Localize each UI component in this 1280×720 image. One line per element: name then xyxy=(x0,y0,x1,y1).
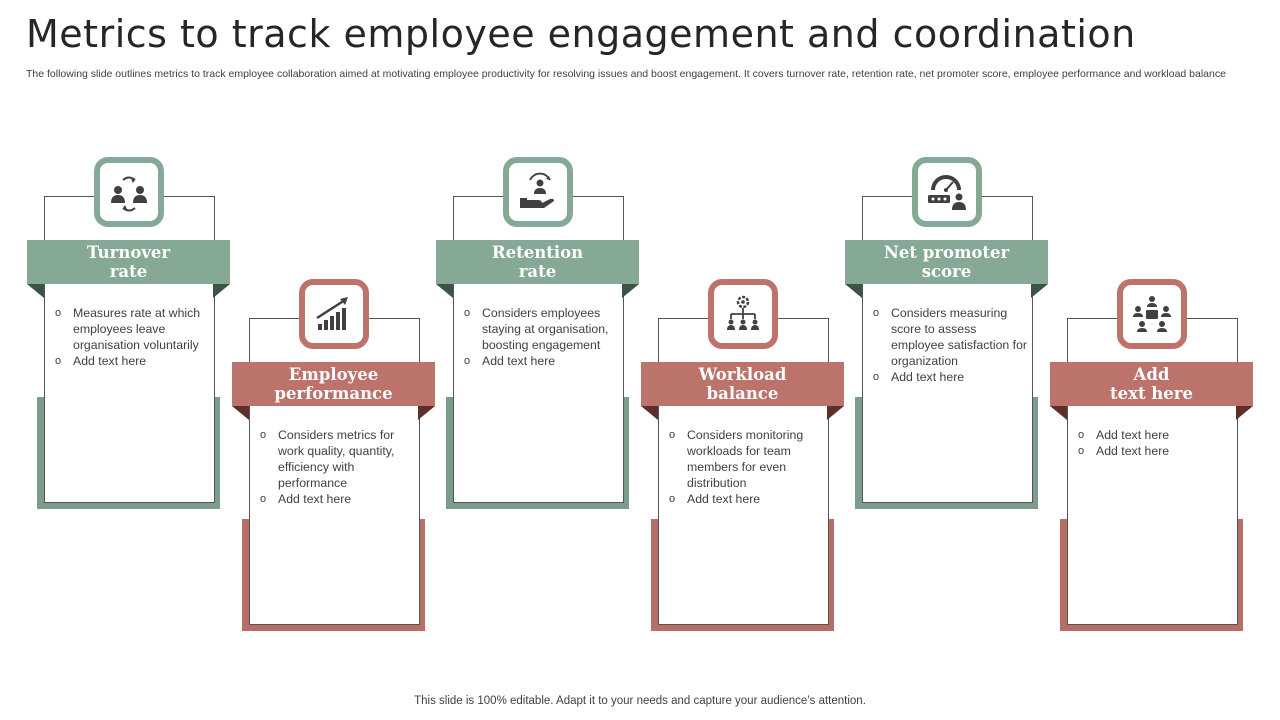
bullet-item: Considers employees staying at organisat… xyxy=(464,305,624,353)
hand-retention-icon xyxy=(503,157,573,227)
banner-fold-right xyxy=(827,406,844,420)
slide-footer: This slide is 100% editable. Adapt it to… xyxy=(414,695,866,707)
bullet-item: Measures rate at which employees leave o… xyxy=(55,305,215,353)
bullet-item: Add text here xyxy=(55,353,215,369)
bullet-item: Add text here xyxy=(1078,443,1238,459)
bullet-item: Add text here xyxy=(1078,427,1238,443)
rating-gauge-icon xyxy=(912,157,982,227)
team-meeting-icon xyxy=(1117,279,1187,349)
card-bullets: Considers metrics for work quality, quan… xyxy=(260,427,420,507)
banner-fold-left xyxy=(845,284,862,298)
banner-fold-left xyxy=(436,284,453,298)
card-bullets: Measures rate at which employees leave o… xyxy=(55,305,215,369)
banner-fold-left xyxy=(1050,406,1067,420)
banner-fold-right xyxy=(622,284,639,298)
slide-title: Metrics to track employee engagement and… xyxy=(26,12,1136,56)
banner-fold-right xyxy=(418,406,435,420)
banner-fold-right xyxy=(213,284,230,298)
growth-chart-icon xyxy=(299,279,369,349)
bullet-item: Add text here xyxy=(669,491,829,507)
banner-fold-left xyxy=(232,406,249,420)
bullet-item: Add text here xyxy=(873,369,1033,385)
bullet-item: Add text here xyxy=(464,353,624,369)
bullet-item: Add text here xyxy=(260,491,420,507)
banner-fold-left xyxy=(641,406,658,420)
bullet-item: Considers monitoring workloads for team … xyxy=(669,427,829,491)
card-bullets: Considers monitoring workloads for team … xyxy=(669,427,829,507)
slide-subtitle: The following slide outlines metrics to … xyxy=(26,68,1226,80)
bullet-item: Considers measuring score to assess empl… xyxy=(873,305,1033,369)
user-exchange-icon xyxy=(94,157,164,227)
card-bullets: Considers employees staying at organisat… xyxy=(464,305,624,369)
bullet-item: Considers metrics for work quality, quan… xyxy=(260,427,420,491)
banner-fold-right xyxy=(1031,284,1048,298)
banner-fold-right xyxy=(1236,406,1253,420)
card-bullets: Considers measuring score to assess empl… xyxy=(873,305,1033,385)
hierarchy-gear-icon xyxy=(708,279,778,349)
card-bullets: Add text here Add text here xyxy=(1078,427,1238,459)
banner-fold-left xyxy=(27,284,44,298)
